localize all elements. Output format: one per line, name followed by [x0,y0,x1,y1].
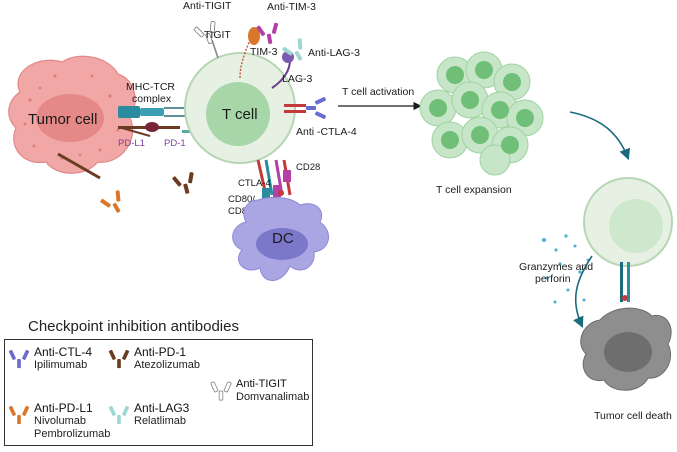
anti-pdl1-antibody-icon [8,405,30,425]
legend-drug: Atezolizumab [134,359,201,371]
pd-1-label: PD-1 [164,138,186,149]
ctla4-label: CTLA-4 [238,178,271,189]
tumor-cell-death-label: Tumor cell death [594,410,672,422]
tim3-label: TIM-3 [250,46,278,58]
costimulation-receptors: CTLA-4 CD28 CD80/ CD86 [228,159,320,217]
dendritic-cell: DC [232,196,329,281]
anti-lag3-label: Anti-LAG-3 [308,47,360,59]
cd80-label-line2: CD86 [228,206,252,217]
tumor-cell-label: Tumor cell [28,111,97,128]
t-cell-activation-label: T cell activation [342,86,414,98]
mhc-tcr-label-line1: MHC-TCR [126,81,175,93]
legend-item-anti-pd1: Anti-PD-1 Atezolizumab [108,346,200,372]
tigit-receptor: Anti-TIGIT TIGIT [183,0,232,59]
t-cell-activation-arrow: T cell activation [338,86,422,111]
anti-pd1-antibody-icon [108,349,130,369]
legend-drug: Nivolumab [34,415,86,427]
t-cell: T cell [184,52,296,164]
expansion-to-effector-arrow [569,111,631,161]
legend-box [4,339,313,446]
legend-name: Anti-TIGIT [236,378,287,390]
legend-title: Checkpoint inhibition antibodies [28,318,239,335]
anti-lag3-antibody-icon [108,405,130,425]
legend-item-anti-tigit: Anti-TIGIT Domvanalimab [210,378,309,404]
legend-name: Anti-PD-1 [134,345,187,359]
granzymes-label-line1: Granzymes and [519,261,593,273]
t-cell-expansion-label: T cell expansion [436,184,512,196]
legend-item-anti-lag3: Anti-LAG3 Relatlimab [108,402,189,428]
dead-tumor-cell: Tumor cell death [580,307,672,422]
lag3-receptor: Anti-LAG-3 LAG-3 [271,36,360,89]
dc-label: DC [272,230,294,247]
lag3-label: LAG-3 [282,73,313,85]
mhc-tcr-complex: MHC-TCR complex [118,81,192,118]
tigit-label: TIGIT [204,29,231,41]
tumor-cell: Tumor cell [8,55,136,174]
legend-drug: Domvanalimab [236,391,310,403]
cd80-label-line1: CD80/ [228,194,255,205]
legend-drug: Ipilimumab [34,359,88,371]
legend-item-anti-pdl1: Anti-PD-L1 Nivolumab Pembrolizumab [8,402,110,441]
pd-l1-label: PD-L1 [118,138,145,149]
legend-drug: Relatlimab [134,415,186,427]
cd28-label: CD28 [296,162,320,173]
mhc-tcr-label-line2: complex [132,93,172,105]
legend-drug: Pembrolizumab [34,428,111,440]
anti-ctl4-antibody-icon [8,349,30,369]
t-cell-label: T cell [222,106,258,123]
legend-name: Anti-CTL-4 [34,345,93,359]
anti-ctla4-label: Anti -CTLA-4 [296,126,357,138]
granzymes-label-line2: perforin [535,273,571,285]
granzymes-perforin: Granzymes and perforin [519,234,593,329]
effector-t-cell [583,177,673,302]
t-cell-expansion-cluster: T cell expansion [419,51,544,196]
anti-tigit-label: Anti-TIGIT [183,0,232,12]
anti-ctla4-on-tcell: Anti -CTLA-4 [284,96,357,138]
legend-name: Anti-PD-L1 [34,401,93,415]
anti-pd1-antibody-icon [121,127,199,197]
legend-item-anti-ctl4: Anti-CTL-4 Ipilimumab [8,346,92,372]
anti-tigit-antibody-icon [210,381,232,401]
anti-pdl1-antibody-icon [57,152,129,218]
legend-name: Anti-LAG3 [134,401,190,415]
anti-tim3-label: Anti-TIM-3 [267,1,316,13]
tim3-receptor: Anti-TIM-3 TIM-3 [239,1,316,79]
